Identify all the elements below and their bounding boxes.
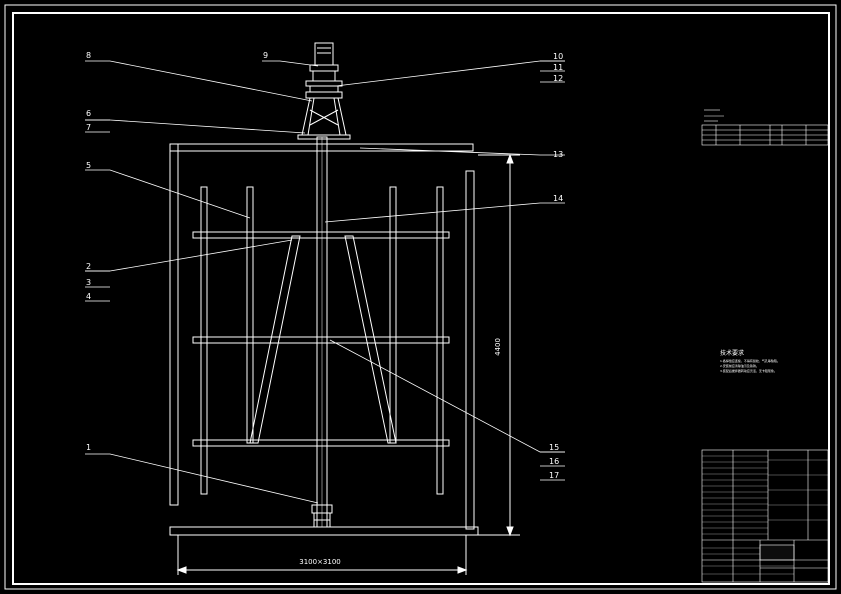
leader-lines <box>85 60 565 504</box>
callout-7: 7 <box>86 123 91 132</box>
parts-list-table <box>701 109 829 146</box>
callout-14: 14 <box>553 194 563 203</box>
callout-labels: 1 2 3 4 5 6 7 8 9 10 11 12 13 14 15 16 1… <box>86 51 563 480</box>
width-dimension: 3100×3100 <box>176 535 468 575</box>
callout-1: 1 <box>86 443 91 452</box>
height-dimension: 4400 <box>478 153 520 537</box>
agitator-shaft <box>316 136 328 528</box>
horizontal-frames <box>192 231 450 447</box>
callout-6: 6 <box>86 109 91 118</box>
callout-9: 9 <box>263 51 268 60</box>
outer-border <box>4 4 837 590</box>
notes-title: 技术要求 <box>720 349 744 357</box>
callout-12: 12 <box>553 74 563 83</box>
note-line-3: 3.装配后搅拌器转动应灵活，无卡阻现象。 <box>720 368 777 373</box>
inner-border <box>12 12 830 585</box>
technical-notes: 技术要求 1.各焊缝应连续，不得有裂纹、气孔等缺陷。 2.安装前应清除油污及铁锈… <box>720 349 780 373</box>
callout-4: 4 <box>86 292 91 301</box>
callout-8: 8 <box>86 51 91 60</box>
callout-5: 5 <box>86 161 91 170</box>
callout-13: 13 <box>553 150 563 159</box>
width-dimension-value: 3100×3100 <box>299 558 341 566</box>
bottom-bearing <box>311 504 333 528</box>
drive-unit <box>297 42 351 140</box>
title-block-rows <box>702 455 828 575</box>
callout-16: 16 <box>549 457 559 466</box>
tank <box>169 143 479 536</box>
note-line-1: 1.各焊缝应连续，不得有裂纹、气孔等缺陷。 <box>720 358 780 363</box>
callout-boxes <box>85 60 565 481</box>
inclined-arms <box>249 235 397 444</box>
callout-11: 11 <box>553 63 563 72</box>
height-dimension-value: 4400 <box>494 338 502 356</box>
note-line-2: 2.安装前应清除油污及铁锈。 <box>720 363 759 368</box>
callout-2: 2 <box>86 262 91 271</box>
callout-17: 17 <box>549 471 559 480</box>
callout-15: 15 <box>549 443 559 452</box>
callout-3: 3 <box>86 278 91 287</box>
callout-10: 10 <box>553 52 563 61</box>
